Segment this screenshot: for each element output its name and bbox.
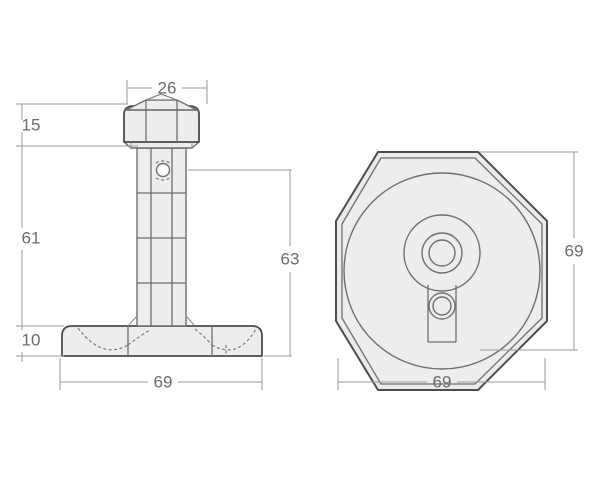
dim-label-69-top-bottom: 69 [433, 372, 452, 391]
front-elevation-view [61, 93, 263, 357]
base-scallop-left [77, 327, 129, 351]
dim-label-61: 61 [22, 228, 41, 247]
base-scallop-right-inner [194, 328, 213, 346]
stem-hole-hidden-top [155, 160, 171, 164]
stem-hole-hidden-bottom [155, 177, 171, 181]
stem-flare-right [185, 315, 196, 327]
base-plate-outline [61, 325, 263, 357]
dim-label-15: 15 [22, 115, 41, 134]
plate-circle-outer [343, 172, 541, 370]
center-boss-circle [403, 214, 481, 292]
base-scallop-left-inner [127, 329, 151, 346]
knob-top-peak [145, 93, 178, 101]
knob-head-body [123, 105, 200, 143]
dim-label-69-top-right: 69 [565, 241, 584, 260]
rib-hole-inner [432, 296, 452, 316]
center-hub-circle [421, 232, 463, 274]
top-view-dimensions: 69 69 [337, 151, 584, 391]
top-plan-view [335, 151, 548, 391]
stem-through-hole [155, 162, 171, 178]
dim-label-26: 26 [158, 78, 177, 97]
center-bore-circle [428, 239, 456, 267]
dim-label-69-front: 69 [154, 372, 173, 391]
octagon-inner [341, 157, 543, 385]
stem-flare-left [127, 315, 138, 327]
dim-label-63: 63 [281, 249, 300, 268]
front-view-dimensions: 26 15 61 10 63 [16, 78, 299, 391]
rib-hole-outer [428, 292, 456, 320]
dim-label-10: 10 [22, 330, 41, 349]
